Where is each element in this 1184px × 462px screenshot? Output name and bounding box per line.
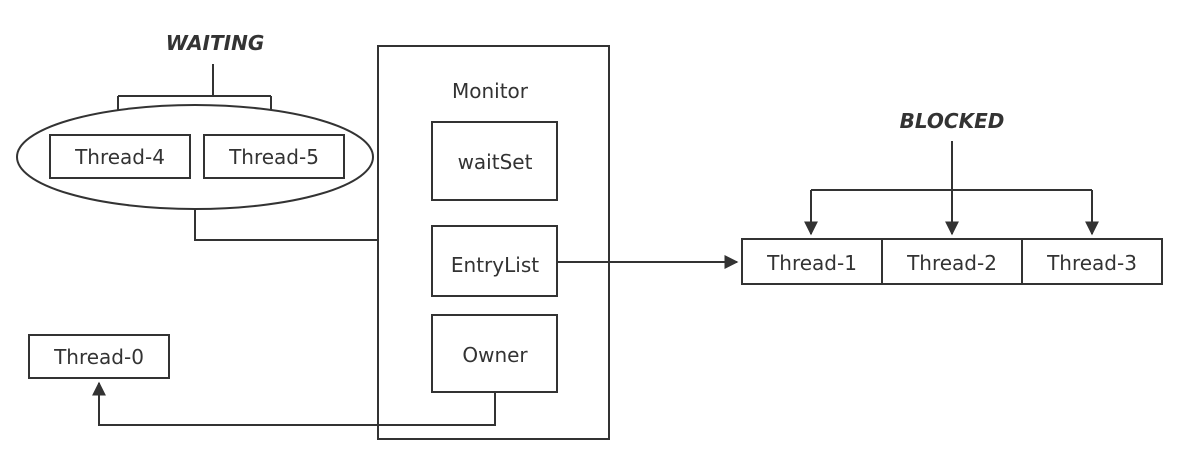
thread-4-box <box>49 134 191 179</box>
entrylist-label: EntryList <box>451 253 539 277</box>
waitset-label: waitSet <box>458 150 533 174</box>
thread-3-box <box>1021 238 1163 285</box>
owner-label: Owner <box>462 343 528 367</box>
thread-4-label: Thread-4 <box>74 145 165 169</box>
thread-0-box <box>28 334 170 379</box>
thread-1-box <box>741 238 883 285</box>
thread-1-label: Thread-1 <box>766 251 857 275</box>
blocked-branch-connector <box>811 141 1092 191</box>
thread-2-label: Thread-2 <box>906 251 997 275</box>
thread-0-label: Thread-0 <box>53 345 144 369</box>
blocked-state-label: BLOCKED <box>900 109 1005 133</box>
waiting-branch-connector <box>118 64 271 97</box>
entrylist-box <box>431 225 558 297</box>
owner-to-thread-0-arrow <box>92 381 496 426</box>
thread-5-label: Thread-5 <box>228 145 319 169</box>
monitor-title: Monitor <box>452 79 529 103</box>
thread-5-box <box>203 134 345 179</box>
owner-box <box>431 314 558 393</box>
waitset-box <box>431 121 558 201</box>
thread-2-box <box>881 238 1023 285</box>
thread-3-label: Thread-3 <box>1046 251 1137 275</box>
waiting-state-label: WAITING <box>166 31 265 55</box>
